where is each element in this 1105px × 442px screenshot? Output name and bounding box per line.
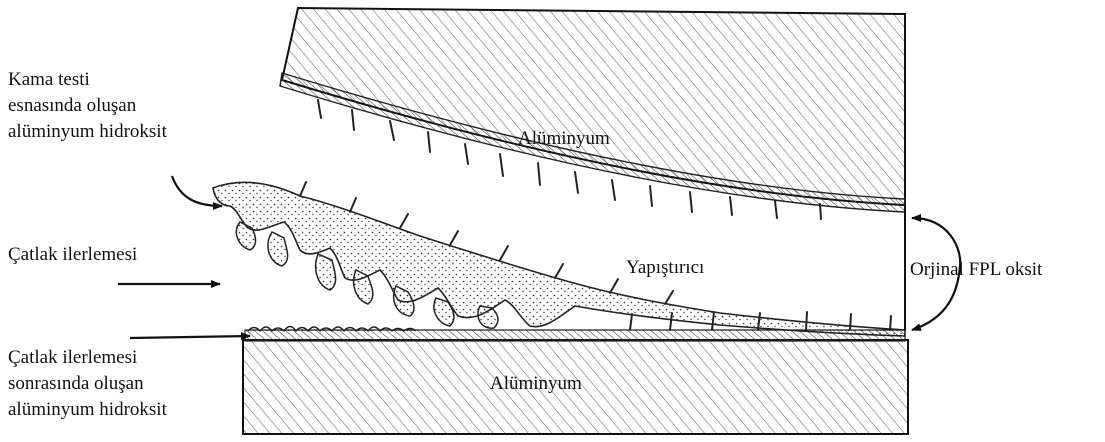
label-line: sonrasında oluşan bbox=[8, 371, 167, 397]
label-aluminum-top: Alüminyum bbox=[518, 126, 610, 152]
label-line: Çatlak ilerlemesi bbox=[8, 345, 167, 371]
label-line: esnasında oluşan bbox=[8, 93, 167, 119]
arrow-right-icon bbox=[130, 336, 250, 338]
label-aluminum-bottom: Alüminyum bbox=[490, 371, 582, 397]
label-original-fpl-oxide: Orjinal FPL oksit bbox=[910, 257, 1042, 283]
label-line: Kama testi bbox=[8, 67, 167, 93]
label-adhesive: Yapıştırıcı bbox=[626, 255, 704, 281]
label-wedge-test-hydroxide: Kama testi esnasında oluşan alüminyum hi… bbox=[8, 67, 167, 145]
label-post-crack-hydroxide: Çatlak ilerlemesi sonrasında oluşan alüm… bbox=[8, 345, 167, 423]
label-line: alüminyum hidroksit bbox=[8, 119, 167, 145]
label-line: alüminyum hidroksit bbox=[8, 397, 167, 423]
bottom-hydroxide-bumps bbox=[248, 327, 416, 332]
label-crack-propagation: Çatlak ilerlemesi bbox=[8, 242, 137, 268]
